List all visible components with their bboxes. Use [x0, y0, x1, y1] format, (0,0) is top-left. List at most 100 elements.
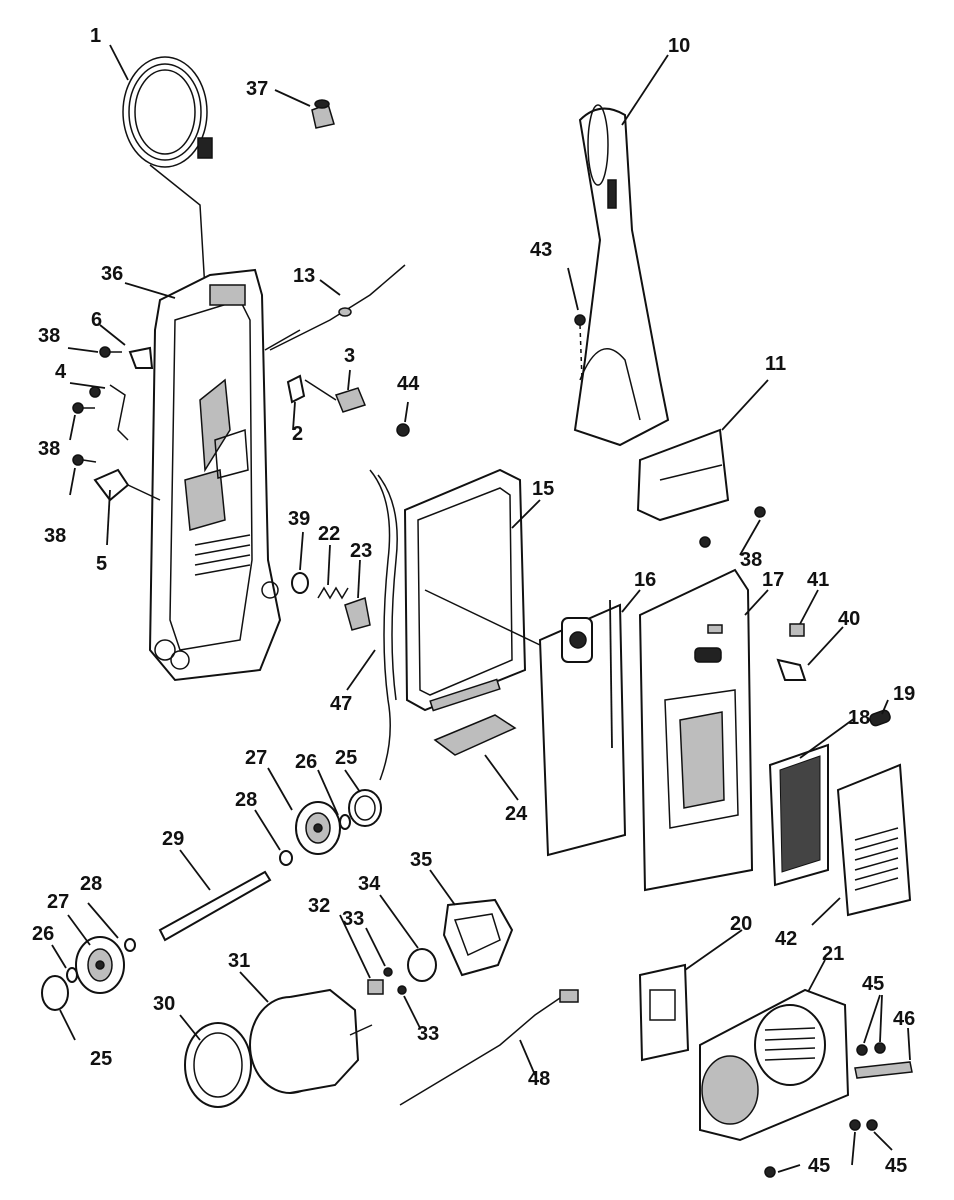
- screw-38-top: [99, 346, 122, 358]
- plate-20: [638, 963, 690, 1062]
- callout-33-bottom: 33: [417, 1023, 439, 1045]
- strip-46: [854, 1061, 913, 1079]
- callout-27-upper: 27: [245, 747, 267, 769]
- filter-grille-42: [836, 763, 912, 917]
- impeller-27-upper: [295, 801, 341, 855]
- latch-41: [789, 623, 805, 637]
- callout-21: 21: [822, 943, 844, 965]
- callout-45-b: 45: [885, 1155, 907, 1177]
- callout-28-upper: 28: [235, 789, 257, 811]
- callout-45-a: 45: [862, 973, 884, 995]
- callout-6: 6: [91, 309, 102, 331]
- callout-19: 19: [893, 683, 915, 705]
- callout-1: 1: [90, 25, 101, 47]
- callout-27-lower: 27: [47, 891, 69, 913]
- callout-36: 36: [101, 263, 123, 285]
- callout-labels: 1 2 3 4 5 6 10 11 13 15 16 17 18 19 20 2…: [32, 25, 915, 1177]
- bracket-40: [776, 658, 807, 681]
- callout-10: 10: [668, 35, 690, 57]
- callout-24: 24: [505, 803, 528, 825]
- brushroll-housing-21: [699, 988, 850, 1142]
- callout-25-lower: 25: [90, 1048, 112, 1070]
- callout-34: 34: [358, 873, 381, 895]
- callout-22: 22: [318, 523, 340, 545]
- callout-38-c: 38: [44, 525, 66, 547]
- filter-pad-24: [433, 714, 517, 756]
- ring-26-lower: [66, 967, 78, 983]
- spring-22: [317, 586, 349, 600]
- callout-44: 44: [397, 373, 420, 395]
- seal-25-lower: [41, 975, 69, 1011]
- grille-latch-19: [869, 709, 891, 727]
- bag-frame-15: [403, 468, 541, 712]
- callout-13: 13: [293, 265, 315, 287]
- callout-5: 5: [96, 553, 107, 575]
- callout-3: 3: [344, 345, 355, 367]
- rear-housing: [148, 268, 301, 682]
- screw-45-d: [866, 1119, 878, 1131]
- power-cord: [122, 56, 213, 291]
- cord-knob: [311, 99, 335, 129]
- screw-38-low: [72, 454, 97, 466]
- callout-38-b: 38: [38, 438, 60, 460]
- callout-39: 39: [288, 508, 310, 530]
- callout-42: 42: [775, 928, 797, 950]
- hepa-filter-18: [768, 743, 829, 887]
- brush-32: [367, 979, 384, 995]
- switch-3: [304, 379, 367, 413]
- dust-bag-16: [538, 603, 627, 857]
- washer-39: [291, 572, 309, 594]
- wire-13: [269, 264, 406, 351]
- callout-37: 37: [246, 78, 268, 100]
- callout-31: 31: [228, 950, 250, 972]
- callout-11: 11: [765, 353, 786, 375]
- screw-45-a: [856, 1044, 868, 1056]
- screw-33-bottom: [397, 985, 407, 995]
- grommet-34: [407, 948, 437, 982]
- screw-45-e: [764, 1166, 776, 1178]
- callout-30: 30: [153, 993, 175, 1015]
- callout-2: 2: [292, 423, 303, 445]
- callout-38-a: 38: [38, 325, 60, 347]
- screw-45-b: [874, 1042, 886, 1054]
- pin-23: [344, 597, 371, 631]
- callout-20: 20: [730, 913, 752, 935]
- callout-32: 32: [308, 895, 330, 917]
- ring-26-upper: [339, 814, 351, 830]
- callout-38-d: 38: [740, 549, 762, 571]
- screw-43: [574, 314, 586, 381]
- callout-46: 46: [893, 1008, 915, 1030]
- screw-38-right: [699, 506, 766, 548]
- leader-lines: [51, 44, 911, 1173]
- callout-48: 48: [528, 1068, 550, 1090]
- hose-47: [369, 469, 398, 781]
- front-cover-17: [638, 568, 754, 892]
- callout-25-upper: 25: [335, 747, 357, 769]
- motor-31: [249, 988, 373, 1094]
- screw-44: [396, 423, 410, 437]
- seal-25-upper: [348, 789, 382, 827]
- screw-33-top: [383, 967, 393, 977]
- cord-hook-5: [93, 468, 161, 502]
- washer-28-lower: [124, 938, 136, 952]
- bracket-2: [286, 374, 306, 404]
- callout-17: 17: [762, 569, 784, 591]
- handle-release-11: [636, 428, 730, 522]
- callout-18: 18: [848, 707, 870, 729]
- wire-clip-4: [89, 384, 129, 441]
- callout-26-lower: 26: [32, 923, 54, 945]
- wire-48: [399, 989, 579, 1106]
- duct-35: [442, 898, 514, 977]
- impeller-27-lower: [75, 936, 125, 994]
- callout-41: 41: [807, 569, 829, 591]
- callout-45-c: 45: [808, 1155, 830, 1177]
- motor-ring-30: [184, 1022, 252, 1108]
- callout-26-upper: 26: [295, 751, 317, 773]
- callout-29: 29: [162, 828, 184, 850]
- callout-47: 47: [330, 693, 352, 715]
- callout-33-top: 33: [342, 908, 364, 930]
- callout-28-lower: 28: [80, 873, 102, 895]
- callout-23: 23: [350, 540, 372, 562]
- callout-4: 4: [55, 361, 67, 383]
- clip-6: [128, 346, 154, 369]
